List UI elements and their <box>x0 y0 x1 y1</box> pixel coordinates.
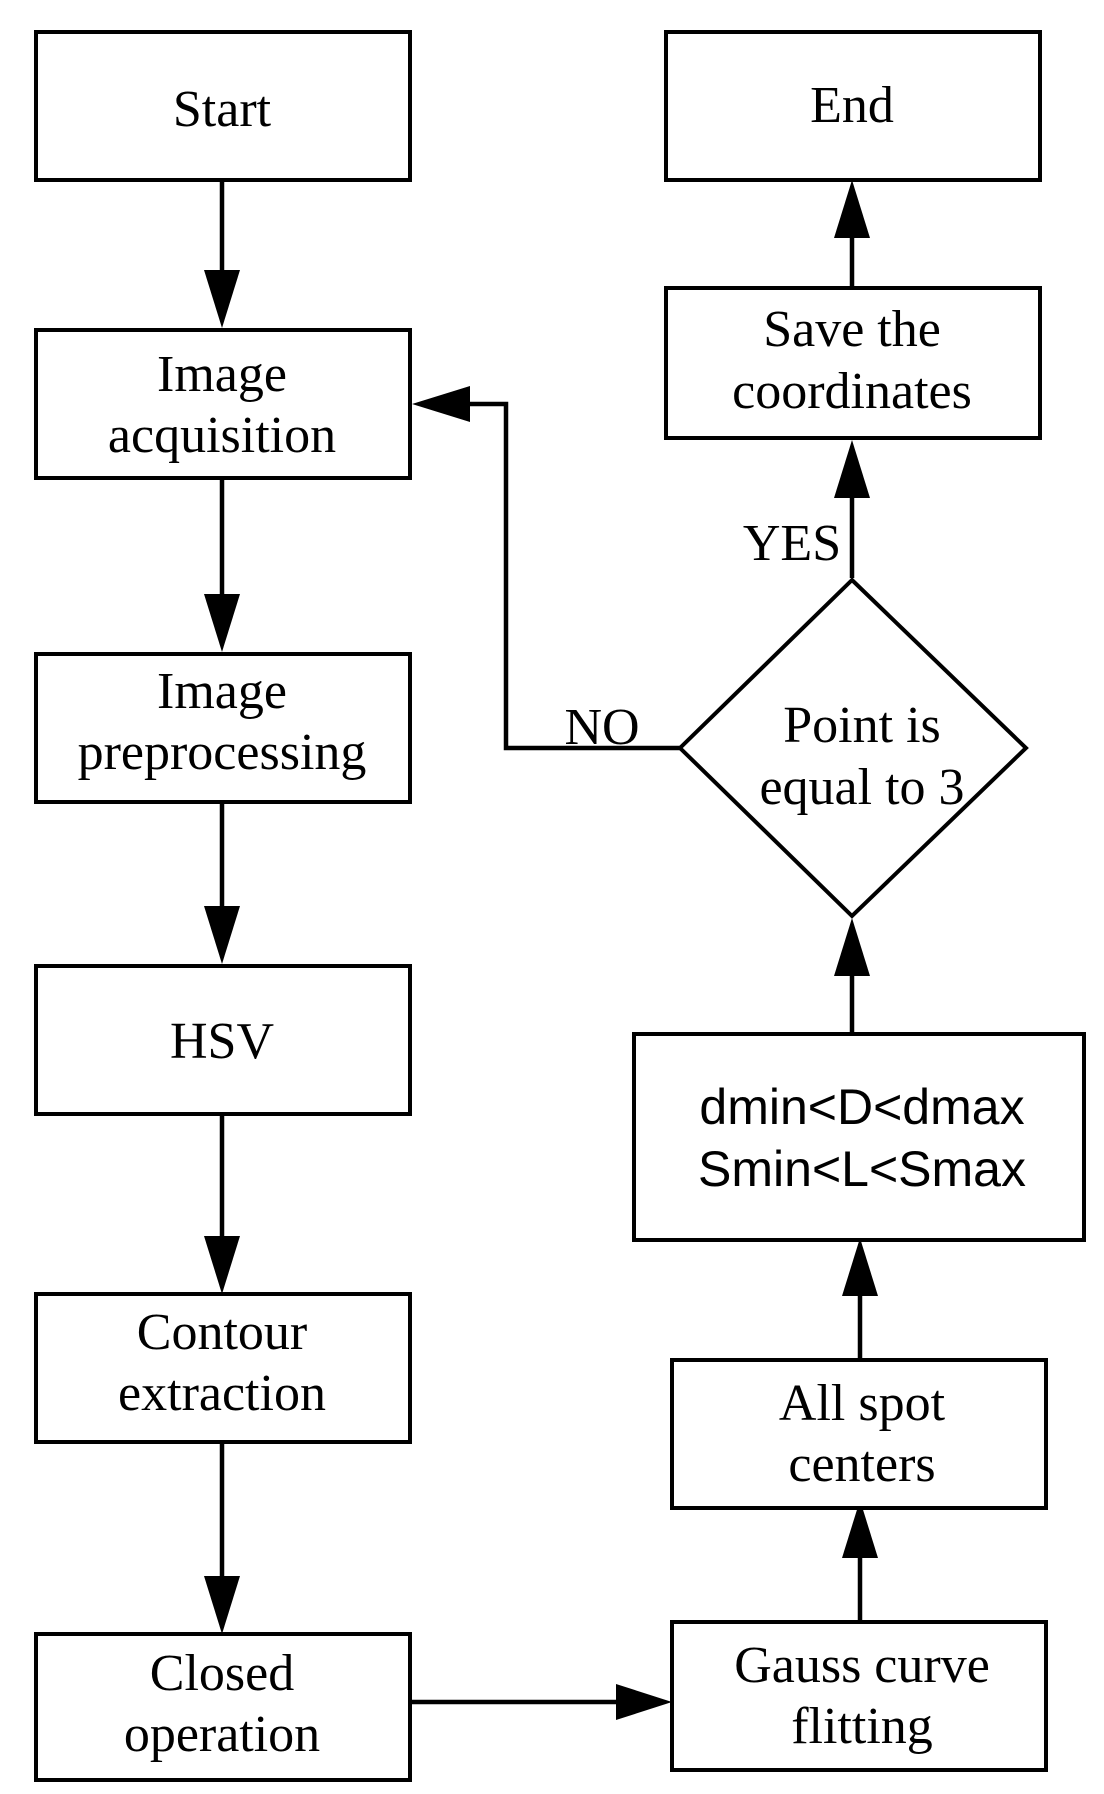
arrowhead-hsv <box>204 906 240 964</box>
node-all-spot-centers-line2: centers <box>788 1436 935 1493</box>
node-save-coordinates: Save the coordinates <box>664 286 1042 440</box>
node-contour-extraction-line1: Contour <box>137 1304 307 1361</box>
node-all-spot-centers-line1: All spot <box>779 1375 946 1432</box>
edge-label-no: NO <box>564 699 639 756</box>
node-hsv: HSV <box>34 964 412 1116</box>
edge-label-yes: YES <box>743 515 841 572</box>
node-gauss-curve-fitting-line2: flitting <box>791 1698 933 1755</box>
node-image-acquisition-line2: acquisition <box>108 407 336 464</box>
node-start: Start <box>34 30 412 182</box>
node-image-acquisition: Image acquisition <box>34 328 412 480</box>
node-range-check: dmin<D<dmax Smin<L<Smax <box>632 1032 1086 1242</box>
edges <box>204 180 878 1720</box>
node-all-spot-centers: All spot centers <box>670 1358 1048 1510</box>
arrowhead-loop <box>412 386 470 422</box>
node-decision: Point is equal to 3 <box>677 577 1029 919</box>
node-decision-line2: equal to 3 <box>759 759 964 816</box>
node-contour-extraction-line2: extraction <box>118 1365 326 1422</box>
node-range-check-line2: Smin<L<Smax <box>698 1141 1026 1197</box>
node-save-coordinates-line2: coordinates <box>732 363 972 420</box>
node-closed-operation-line2: operation <box>124 1706 320 1763</box>
arrowhead-contour <box>204 1236 240 1294</box>
node-gauss-curve-fitting: Gauss curve flitting <box>670 1620 1048 1772</box>
node-image-preprocessing-line2: preprocessing <box>78 724 367 781</box>
arrowhead-acquisition <box>204 270 240 328</box>
arrowhead-closed <box>204 1576 240 1634</box>
node-end: End <box>664 30 1042 182</box>
arrowhead-save <box>834 440 870 498</box>
arrowhead-preprocessing <box>204 594 240 652</box>
node-contour-extraction: Contour extraction <box>34 1292 412 1444</box>
node-closed-operation: Closed operation <box>34 1632 412 1782</box>
node-image-acquisition-line1: Image <box>157 346 287 403</box>
node-start-label: Start <box>173 81 272 138</box>
node-range-check-line1: dmin<D<dmax <box>699 1079 1024 1135</box>
node-closed-operation-line1: Closed <box>150 1645 294 1702</box>
node-gauss-curve-fitting-line1: Gauss curve <box>734 1637 990 1694</box>
node-image-preprocessing-line1: Image <box>157 663 287 720</box>
arrowhead-spots <box>842 1500 878 1558</box>
arrowhead-gauss <box>616 1684 672 1720</box>
arrowhead-end <box>834 180 870 238</box>
arrowhead-range <box>842 1238 878 1296</box>
edge-decision-no-loop <box>462 401 680 751</box>
node-end-label: End <box>810 77 894 134</box>
arrowhead-decision <box>834 918 870 976</box>
node-image-preprocessing: Image preprocessing <box>34 652 412 804</box>
node-save-coordinates-line1: Save the <box>763 301 941 358</box>
node-hsv-label: HSV <box>170 1013 274 1070</box>
node-decision-line1: Point is <box>783 697 941 754</box>
